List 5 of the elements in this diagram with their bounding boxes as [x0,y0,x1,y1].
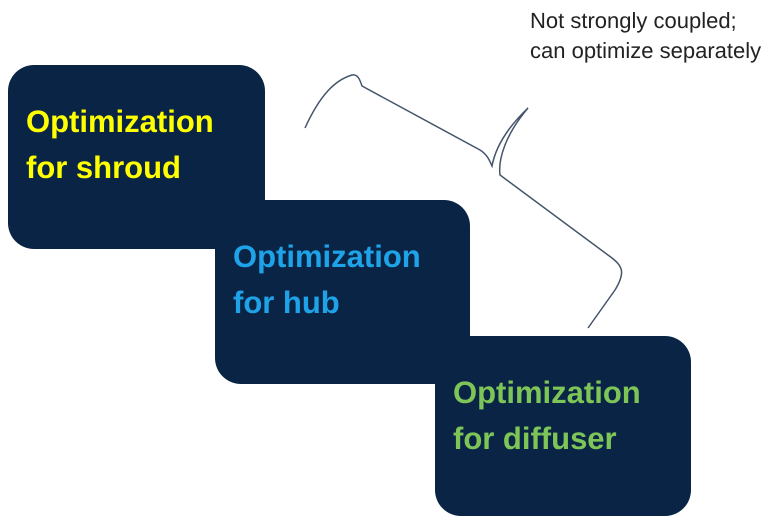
box-title: Optimization for diffuser [453,374,642,458]
box-title: Optimization for shroud [26,103,215,187]
annotation-text: Not strongly coupled; can optimize separately [530,7,762,65]
box-title: Optimization for hub [233,238,422,322]
process-box [435,336,691,516]
